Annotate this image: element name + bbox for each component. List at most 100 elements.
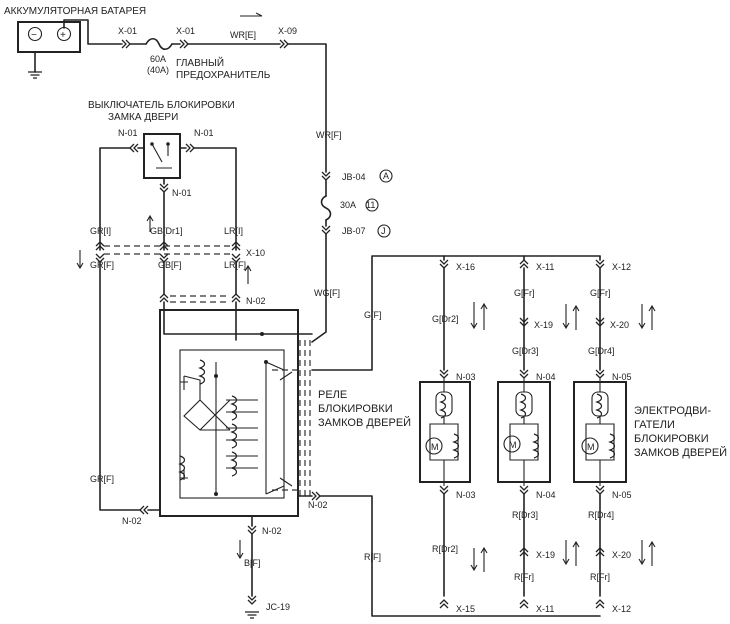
relay-coil-icon-1 <box>199 359 206 385</box>
wire-segment <box>99 261 141 511</box>
motor-column-3: X-12 G[Fr] X-20 G[Dr4] N-05 M N-05 R[Dr4… <box>573 255 656 614</box>
connector-n02d-icon <box>311 491 321 501</box>
relay-bus <box>215 362 267 494</box>
wire-segment <box>193 147 237 251</box>
wire-g-dr2: G[Dr2] <box>432 314 459 324</box>
fuse-rating-2: (40A) <box>147 65 169 75</box>
connector-n02a: N-02 <box>246 296 266 306</box>
connector-x12b-icon <box>595 599 605 609</box>
connector-n03a-icon <box>439 369 449 379</box>
relay-harness-dash <box>299 340 311 496</box>
motor-3-icon <box>581 437 599 455</box>
connector-x15: X-15 <box>456 604 475 614</box>
connector-x20b: X-20 <box>612 550 631 560</box>
wire-g-dr4: G[Dr4] <box>588 346 615 356</box>
flow-arrow-icon <box>638 540 656 566</box>
relay-internal-frame <box>179 349 285 499</box>
flow-arrow-icon <box>470 302 488 330</box>
flow-arrow-icon <box>638 304 656 330</box>
wire-r-f: R[F] <box>364 552 381 562</box>
connector-n05b-icon <box>595 485 605 495</box>
wire-gr-i: GR[I] <box>90 226 111 236</box>
connector-n02d: N-02 <box>308 500 328 510</box>
battery-minus-terminal <box>27 26 43 42</box>
switch-contact-icon <box>151 143 172 169</box>
relay-diode-network <box>183 375 231 431</box>
coil-icon <box>596 393 603 419</box>
battery-plus-sign: + <box>60 30 66 41</box>
connector-n05a: N-05 <box>612 372 632 382</box>
motor-column-1: X-16 G[Dr2] N-03 M N-03 R[Dr2] X-15 <box>419 255 488 614</box>
relay-coils <box>226 395 258 477</box>
output-harness: G[F] R[F] <box>311 255 601 617</box>
flow-arrow-icon <box>562 304 580 330</box>
fuse-30a-icon <box>320 195 332 221</box>
motor-2-icon <box>503 435 521 453</box>
connector-jb04-icon <box>321 171 331 181</box>
connector-n01c: N-01 <box>172 188 192 198</box>
motor-symbol: M <box>587 442 595 452</box>
x10-harness: GR[I] GB[Dr1] LR[I] X-10 GR[F] GB[F] LR[… <box>76 226 266 511</box>
door-switch-label-1: ВЫКЛЮЧАТЕЛЬ БЛОКИРОВКИ <box>88 100 235 111</box>
relay-diode-icon <box>180 376 188 390</box>
battery-positive-wire <box>63 19 123 45</box>
switch-contact-dot <box>150 142 154 146</box>
main-fuse-label-1: ГЛАВНЫЙ <box>176 56 224 69</box>
motor-1-icon <box>425 437 443 455</box>
connector-x11b-icon <box>519 599 529 609</box>
flow-arrow-icon <box>244 264 252 284</box>
connector-x09-icon <box>279 39 289 49</box>
wire-wr-f: WR[F] <box>316 130 342 140</box>
connector-n03b-icon <box>439 485 449 495</box>
connector-x09: X-09 <box>278 26 297 36</box>
circled-11 <box>365 198 379 212</box>
relay-label-3: ЗАМКОВ ДВЕРЕЙ <box>318 416 411 429</box>
wire-segment <box>287 43 327 173</box>
battery-label: АККУМУЛЯТОРНАЯ БАТАРЕЯ <box>4 6 146 17</box>
connector-icon <box>159 293 169 303</box>
motor-wiring <box>429 378 459 486</box>
wire-wg-f: WG[F] <box>314 288 340 298</box>
connector-jb04: JB-04 <box>342 172 366 182</box>
motor-column-2: X-11 G[Fr] X-19 G[Dr3] N-04 M N-04 R[Dr3… <box>497 255 580 614</box>
connector-x01a-icon <box>121 39 131 49</box>
connector-n05b: N-05 <box>612 490 632 500</box>
door-switch-label-2: ЗАМКА ДВЕРИ <box>108 112 178 123</box>
fuse-rating-1: 60A <box>150 54 166 64</box>
connector-n02c-icon <box>247 525 257 535</box>
connector-jc19-icon <box>247 595 257 605</box>
junction-block: JB-04 A 30A 11 JB-07 J WG[F] <box>311 169 393 343</box>
connector-n03a: N-03 <box>456 372 476 382</box>
relay-label-1: РЕЛЕ <box>318 389 347 401</box>
connector-n04b: N-04 <box>536 490 556 500</box>
circled-11-label: 11 <box>366 200 375 210</box>
connector-jb07-icon <box>321 225 331 235</box>
wire-segment <box>163 301 313 335</box>
junction-dot <box>260 332 264 336</box>
door-lock-switch: ВЫКЛЮЧАТЕЛЬ БЛОКИРОВКИ ЗАМКА ДВЕРИ N-01 … <box>88 100 237 251</box>
fuse-30a-label: 30A <box>340 200 356 210</box>
relay-housing <box>159 309 299 517</box>
wire-segment <box>319 495 601 617</box>
wire-gr-f1: GR[F] <box>90 260 114 270</box>
door-lock-relay: N-02 N-02 РЕЛЕ БЛОКИРОВКИ ЗАМКОВ ДВЕРЕЙ <box>122 301 411 526</box>
wire-segment <box>311 233 327 343</box>
battery-ground-icon <box>27 71 43 79</box>
connector-x01b-icon <box>179 39 189 49</box>
connector-n01b-icon <box>185 143 195 153</box>
motors-label-1: ЭЛЕКТРОДВИ- <box>634 405 711 417</box>
connector-x20a: X-20 <box>610 320 629 330</box>
relay-label-2: БЛОКИРОВКИ <box>318 403 393 415</box>
connector-x19a: X-19 <box>534 320 553 330</box>
wire-gb-dr1: GB[Dr1] <box>150 226 183 236</box>
connector-x16: X-16 <box>456 262 475 272</box>
battery-minus-sign: − <box>31 30 37 41</box>
coil-leads <box>226 399 258 469</box>
n02-harness-dash <box>170 295 230 303</box>
connector-n01a-icon <box>129 143 139 153</box>
wire-g-dr3: G[Dr3] <box>512 346 539 356</box>
main-fuse-section: X-01 60A (40A) ГЛАВНЫЙ ПРЕДОХРАНИТЕЛЬ X-… <box>118 12 342 173</box>
motors-label-4: ЗАМКОВ ДВЕРЕЙ <box>634 446 727 459</box>
relay-contact-top <box>265 361 293 381</box>
